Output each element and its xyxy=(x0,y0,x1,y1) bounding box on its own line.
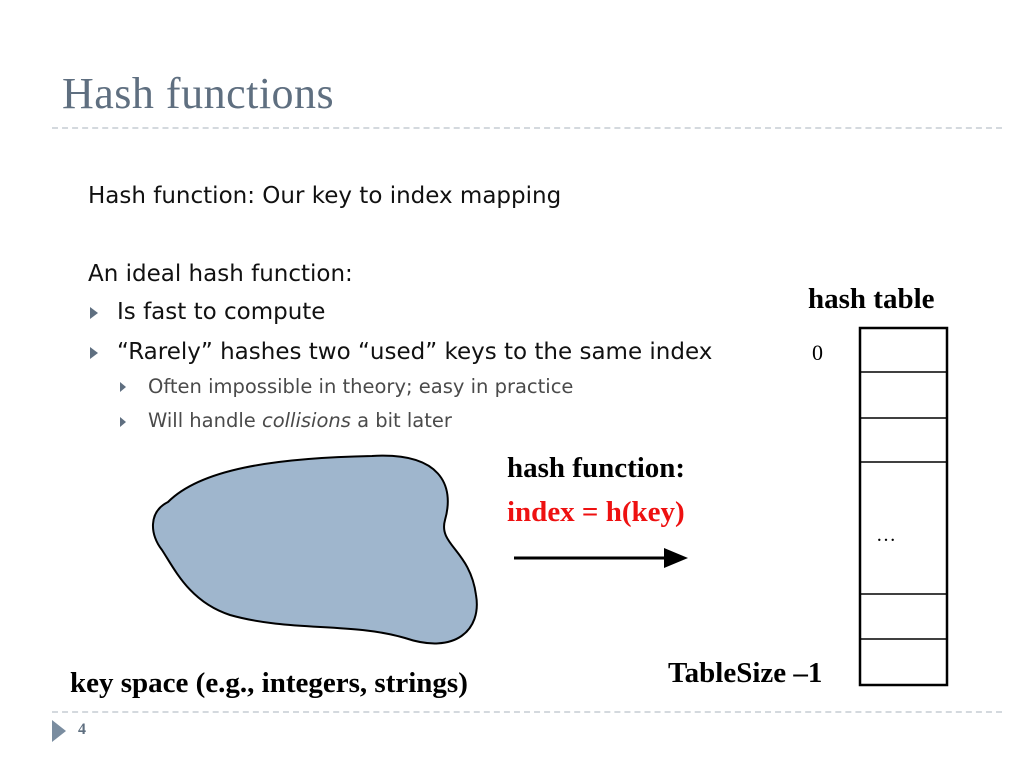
bullet-icon xyxy=(90,347,98,359)
key-space-blob xyxy=(151,454,478,645)
key-space-shape xyxy=(151,454,478,645)
hash-formula: index = h(key) xyxy=(507,496,685,528)
bullet-rarely: “Rarely” hashes two “used” keys to the s… xyxy=(117,339,713,365)
slide-arrow-icon xyxy=(52,720,66,742)
index-zero: 0 xyxy=(812,340,823,365)
collisions-term: collisions xyxy=(261,409,351,432)
hash-table xyxy=(858,326,949,687)
sub-bullet-theory: Often impossible in theory; easy in prac… xyxy=(148,375,574,398)
slide-title: Hash functions xyxy=(62,69,335,118)
bullet-icon xyxy=(90,307,98,319)
sub-bullet-icon xyxy=(120,417,126,427)
footer-divider xyxy=(52,711,1002,713)
intro-line: Hash function: Our key to index mapping xyxy=(88,183,562,209)
table-ellipsis: … xyxy=(876,524,896,546)
ideal-heading: An ideal hash function: xyxy=(88,261,353,287)
hash-table-frame xyxy=(858,326,949,687)
sub-bullet-icon xyxy=(120,382,126,392)
hash-function-label: hash function: xyxy=(507,452,686,484)
hash-table-label: hash table xyxy=(808,283,935,315)
key-space-label: key space (e.g., integers, strings) xyxy=(70,667,468,699)
sub-bullet-collisions: Will handle collisions a bit later xyxy=(148,409,452,432)
bullet-fast: Is fast to compute xyxy=(117,299,326,325)
mapping-arrow xyxy=(514,548,688,568)
title-divider xyxy=(52,127,1002,129)
slide-number: 4 xyxy=(78,721,86,738)
last-index-label: TableSize –1 xyxy=(668,657,823,689)
